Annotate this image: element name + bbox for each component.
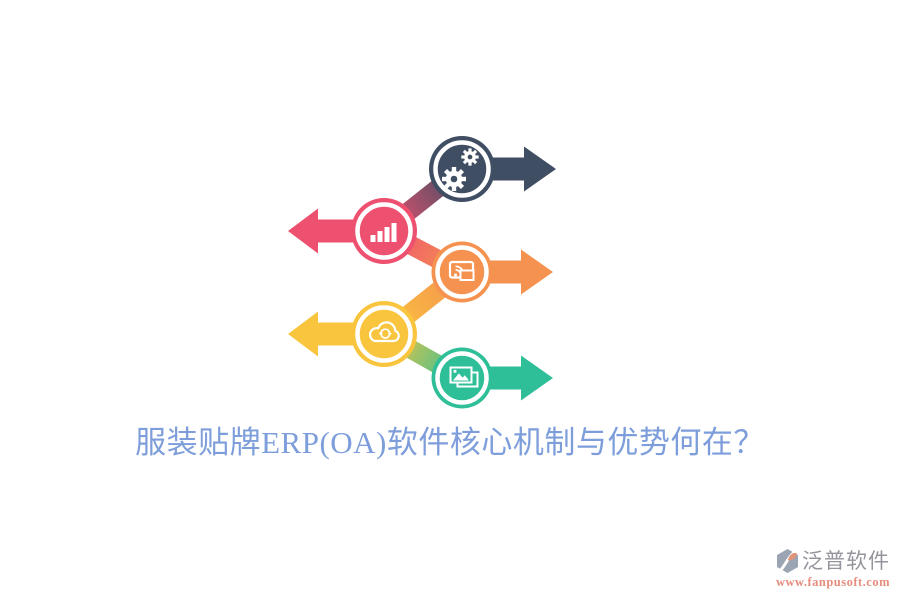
step-circle-2 (351, 198, 417, 264)
cloud-sync-icon (368, 321, 400, 343)
logo-website-url: www.fanpusoft.com (775, 575, 890, 589)
step-circle-5 (431, 347, 493, 409)
gears-icon (442, 148, 479, 191)
screen-cast-icon (448, 260, 475, 281)
photos-icon (449, 366, 479, 388)
step-circle-1 (429, 136, 495, 202)
step-circle-4 (351, 301, 417, 367)
logo-company-name: 泛普软件 (802, 549, 890, 573)
fanpu-logo: 泛普软件 www.fanpusoft.com (775, 548, 890, 590)
step-circle-3 (431, 241, 493, 303)
page-title: 服装贴牌ERP(OA)软件核心机制与优势何在？ (135, 425, 765, 460)
bar-chart-icon (370, 223, 397, 242)
fanpu-logo-icon (777, 549, 798, 573)
